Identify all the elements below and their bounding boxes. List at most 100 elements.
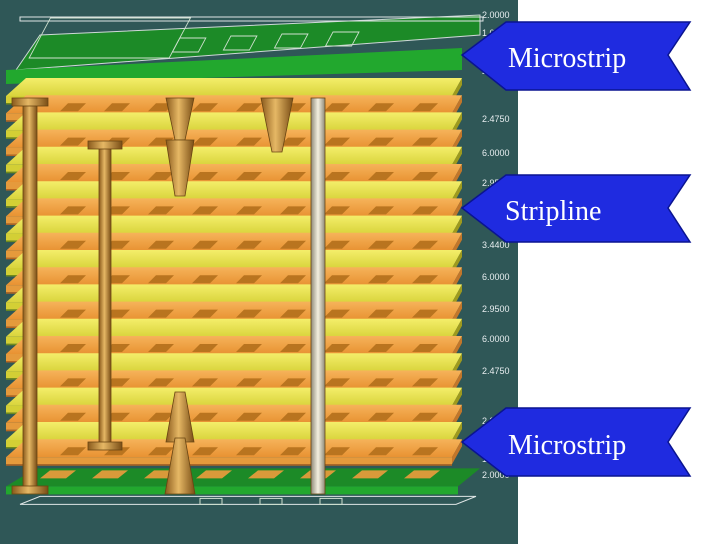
stripline-trace: [192, 137, 218, 146]
thickness-label: 6.0000: [482, 334, 510, 344]
stripline-trace: [192, 378, 218, 387]
stripline-trace: [412, 137, 438, 146]
dielectric-layer-top: [6, 387, 462, 406]
layer-stack: [6, 14, 484, 505]
stripline-trace: [60, 447, 86, 456]
stripline-trace: [324, 103, 350, 112]
stripline-trace: [60, 378, 86, 387]
stripline-trace: [412, 172, 438, 180]
stripline-trace: [236, 309, 262, 318]
callout-top: Microstrip: [460, 21, 692, 91]
stripline-trace: [60, 412, 86, 421]
stripline-trace: [192, 240, 218, 249]
stripline-trace: [236, 137, 262, 146]
stripline-trace: [368, 309, 394, 318]
stripline-trace: [280, 240, 306, 249]
dielectric-layer-top: [6, 146, 462, 165]
stripline-trace: [60, 172, 86, 180]
thickness-label: 3.4400: [482, 240, 510, 250]
stripline-trace: [60, 275, 86, 284]
prepreg-layer-front: [6, 457, 452, 465]
stripline-trace: [236, 378, 262, 387]
dielectric-layer-top: [6, 181, 462, 200]
copper-edge-line: [6, 464, 452, 466]
stripline-trace: [412, 412, 438, 421]
buried-via: [98, 141, 112, 449]
dielectric-layer-top: [6, 250, 462, 268]
stripline-trace: [280, 309, 306, 318]
stripline-trace: [368, 240, 394, 249]
stripline-trace: [324, 447, 350, 456]
stripline-trace: [236, 447, 262, 456]
stripline-trace: [412, 206, 438, 215]
stripline-trace: [60, 309, 86, 318]
via-pad: [87, 441, 123, 451]
thickness-label: 2.0000: [482, 470, 510, 480]
top-outline: [19, 16, 484, 22]
stripline-trace: [60, 103, 86, 112]
bottom-surface-trace: [196, 470, 232, 479]
stripline-trace: [148, 344, 174, 352]
stripline-trace: [280, 344, 306, 352]
stripline-trace: [236, 344, 262, 352]
stripline-trace: [280, 137, 306, 146]
stripline-trace: [412, 275, 438, 284]
stripline-trace: [368, 412, 394, 421]
blind-via: [260, 97, 294, 153]
stripline-trace: [236, 172, 262, 180]
stripline-trace: [368, 275, 394, 284]
stripline-trace: [412, 240, 438, 249]
stripline-trace: [236, 103, 262, 112]
stripline-trace: [368, 137, 394, 146]
stripline-trace: [412, 103, 438, 112]
thickness-label: 2.4750: [482, 366, 510, 376]
stripline-trace: [192, 275, 218, 284]
dielectric-layer-top: [6, 422, 462, 440]
surface-trace-outline: [324, 31, 360, 47]
via-pad: [87, 140, 123, 150]
stripline-trace: [280, 447, 306, 456]
stripline-trace: [368, 378, 394, 387]
top-copper-edge: [6, 48, 462, 84]
stripline-trace: [324, 378, 350, 387]
layer-side-face: [452, 439, 462, 465]
stripline-trace: [60, 240, 86, 249]
thickness-label: 2.0000: [482, 10, 510, 20]
thickness-label: 6.0000: [482, 272, 510, 282]
stripline-trace: [368, 344, 394, 352]
surface-trace-outline: [171, 37, 207, 53]
stripline-trace: [60, 206, 86, 215]
stripline-trace: [324, 275, 350, 284]
stripline-trace: [324, 344, 350, 352]
bottom-pad-outline: [259, 497, 283, 505]
stripline-trace: [60, 137, 86, 146]
bottom-surface-trace: [92, 470, 128, 479]
stripline-trace: [192, 412, 218, 421]
stripline-trace: [236, 412, 262, 421]
stripline-trace: [148, 172, 174, 180]
stripline-trace: [148, 378, 174, 387]
dielectric-layer-top: [6, 318, 462, 337]
microvia-bottom-stacked: [164, 437, 196, 495]
stripline-trace: [280, 206, 306, 215]
through-via: [22, 99, 38, 493]
bottom-copper-edge: [6, 486, 458, 495]
stripline-trace: [324, 309, 350, 318]
stripline-trace: [280, 378, 306, 387]
surface-trace-outline: [273, 33, 309, 49]
stripline-trace: [412, 447, 438, 456]
stripline-trace: [192, 344, 218, 352]
callout-arrow-shape: [460, 407, 692, 477]
stripline-trace: [324, 206, 350, 215]
via-group: [11, 97, 326, 495]
stripline-trace: [368, 447, 394, 456]
dielectric-layer-top: [6, 78, 462, 96]
stripline-trace: [324, 412, 350, 421]
stripline-trace: [192, 172, 218, 180]
stripline-trace: [412, 378, 438, 387]
stripline-trace: [60, 344, 86, 352]
thickness-label: 2.4750: [482, 114, 510, 124]
stripline-trace: [148, 447, 174, 456]
stripline-trace: [148, 240, 174, 249]
callout-label-middle: Stripline: [505, 196, 601, 227]
